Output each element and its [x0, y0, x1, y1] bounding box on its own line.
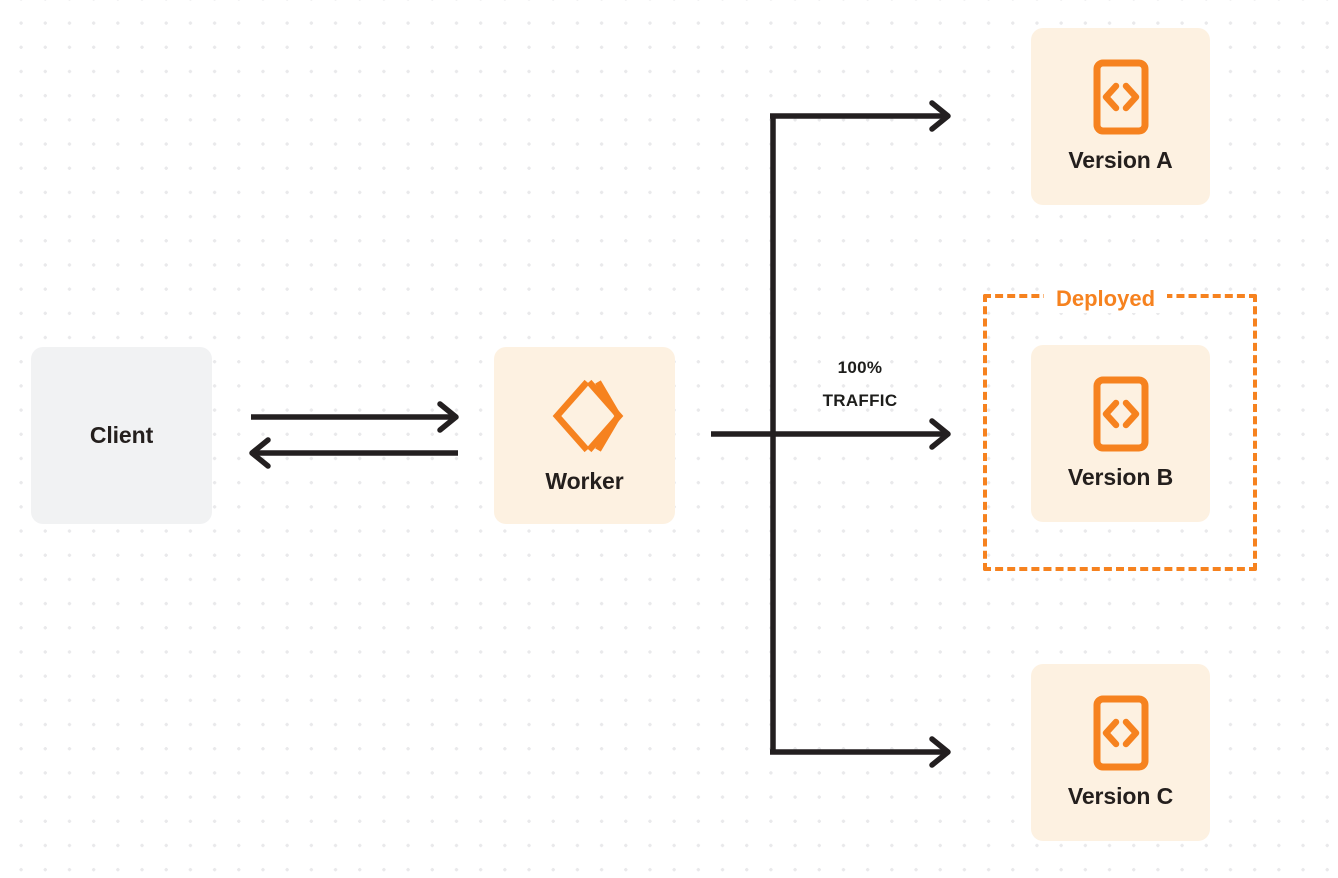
node-worker[interactable]: Worker — [494, 347, 675, 524]
node-version-c[interactable]: Version C — [1031, 664, 1210, 841]
version-a-label: Version A — [1068, 147, 1173, 173]
connector-worker-to-version-b — [711, 418, 951, 450]
connector-worker-to-version-a — [770, 100, 951, 132]
node-client[interactable]: Client — [31, 347, 212, 524]
connector-worker-to-client — [249, 437, 458, 469]
cloudflare-workers-logo-icon — [545, 377, 625, 455]
traffic-percent: 100% — [837, 358, 883, 377]
connector-client-to-worker — [251, 401, 459, 433]
deployed-badge-label: Deployed — [1044, 285, 1168, 313]
version-b-label: Version B — [1067, 464, 1174, 490]
version-c-label: Version C — [1067, 783, 1174, 809]
traffic-unit: TRAFFIC — [822, 391, 898, 410]
client-label: Client — [89, 422, 154, 448]
code-file-icon — [1092, 376, 1150, 452]
traffic-annotation: 100% TRAFFIC — [790, 351, 930, 417]
node-version-a[interactable]: Version A — [1031, 28, 1210, 205]
code-file-icon — [1092, 695, 1150, 771]
node-version-b[interactable]: Version B — [1031, 345, 1210, 522]
code-file-icon — [1092, 59, 1150, 135]
worker-label: Worker — [545, 467, 624, 494]
connector-worker-to-version-c — [770, 736, 951, 768]
